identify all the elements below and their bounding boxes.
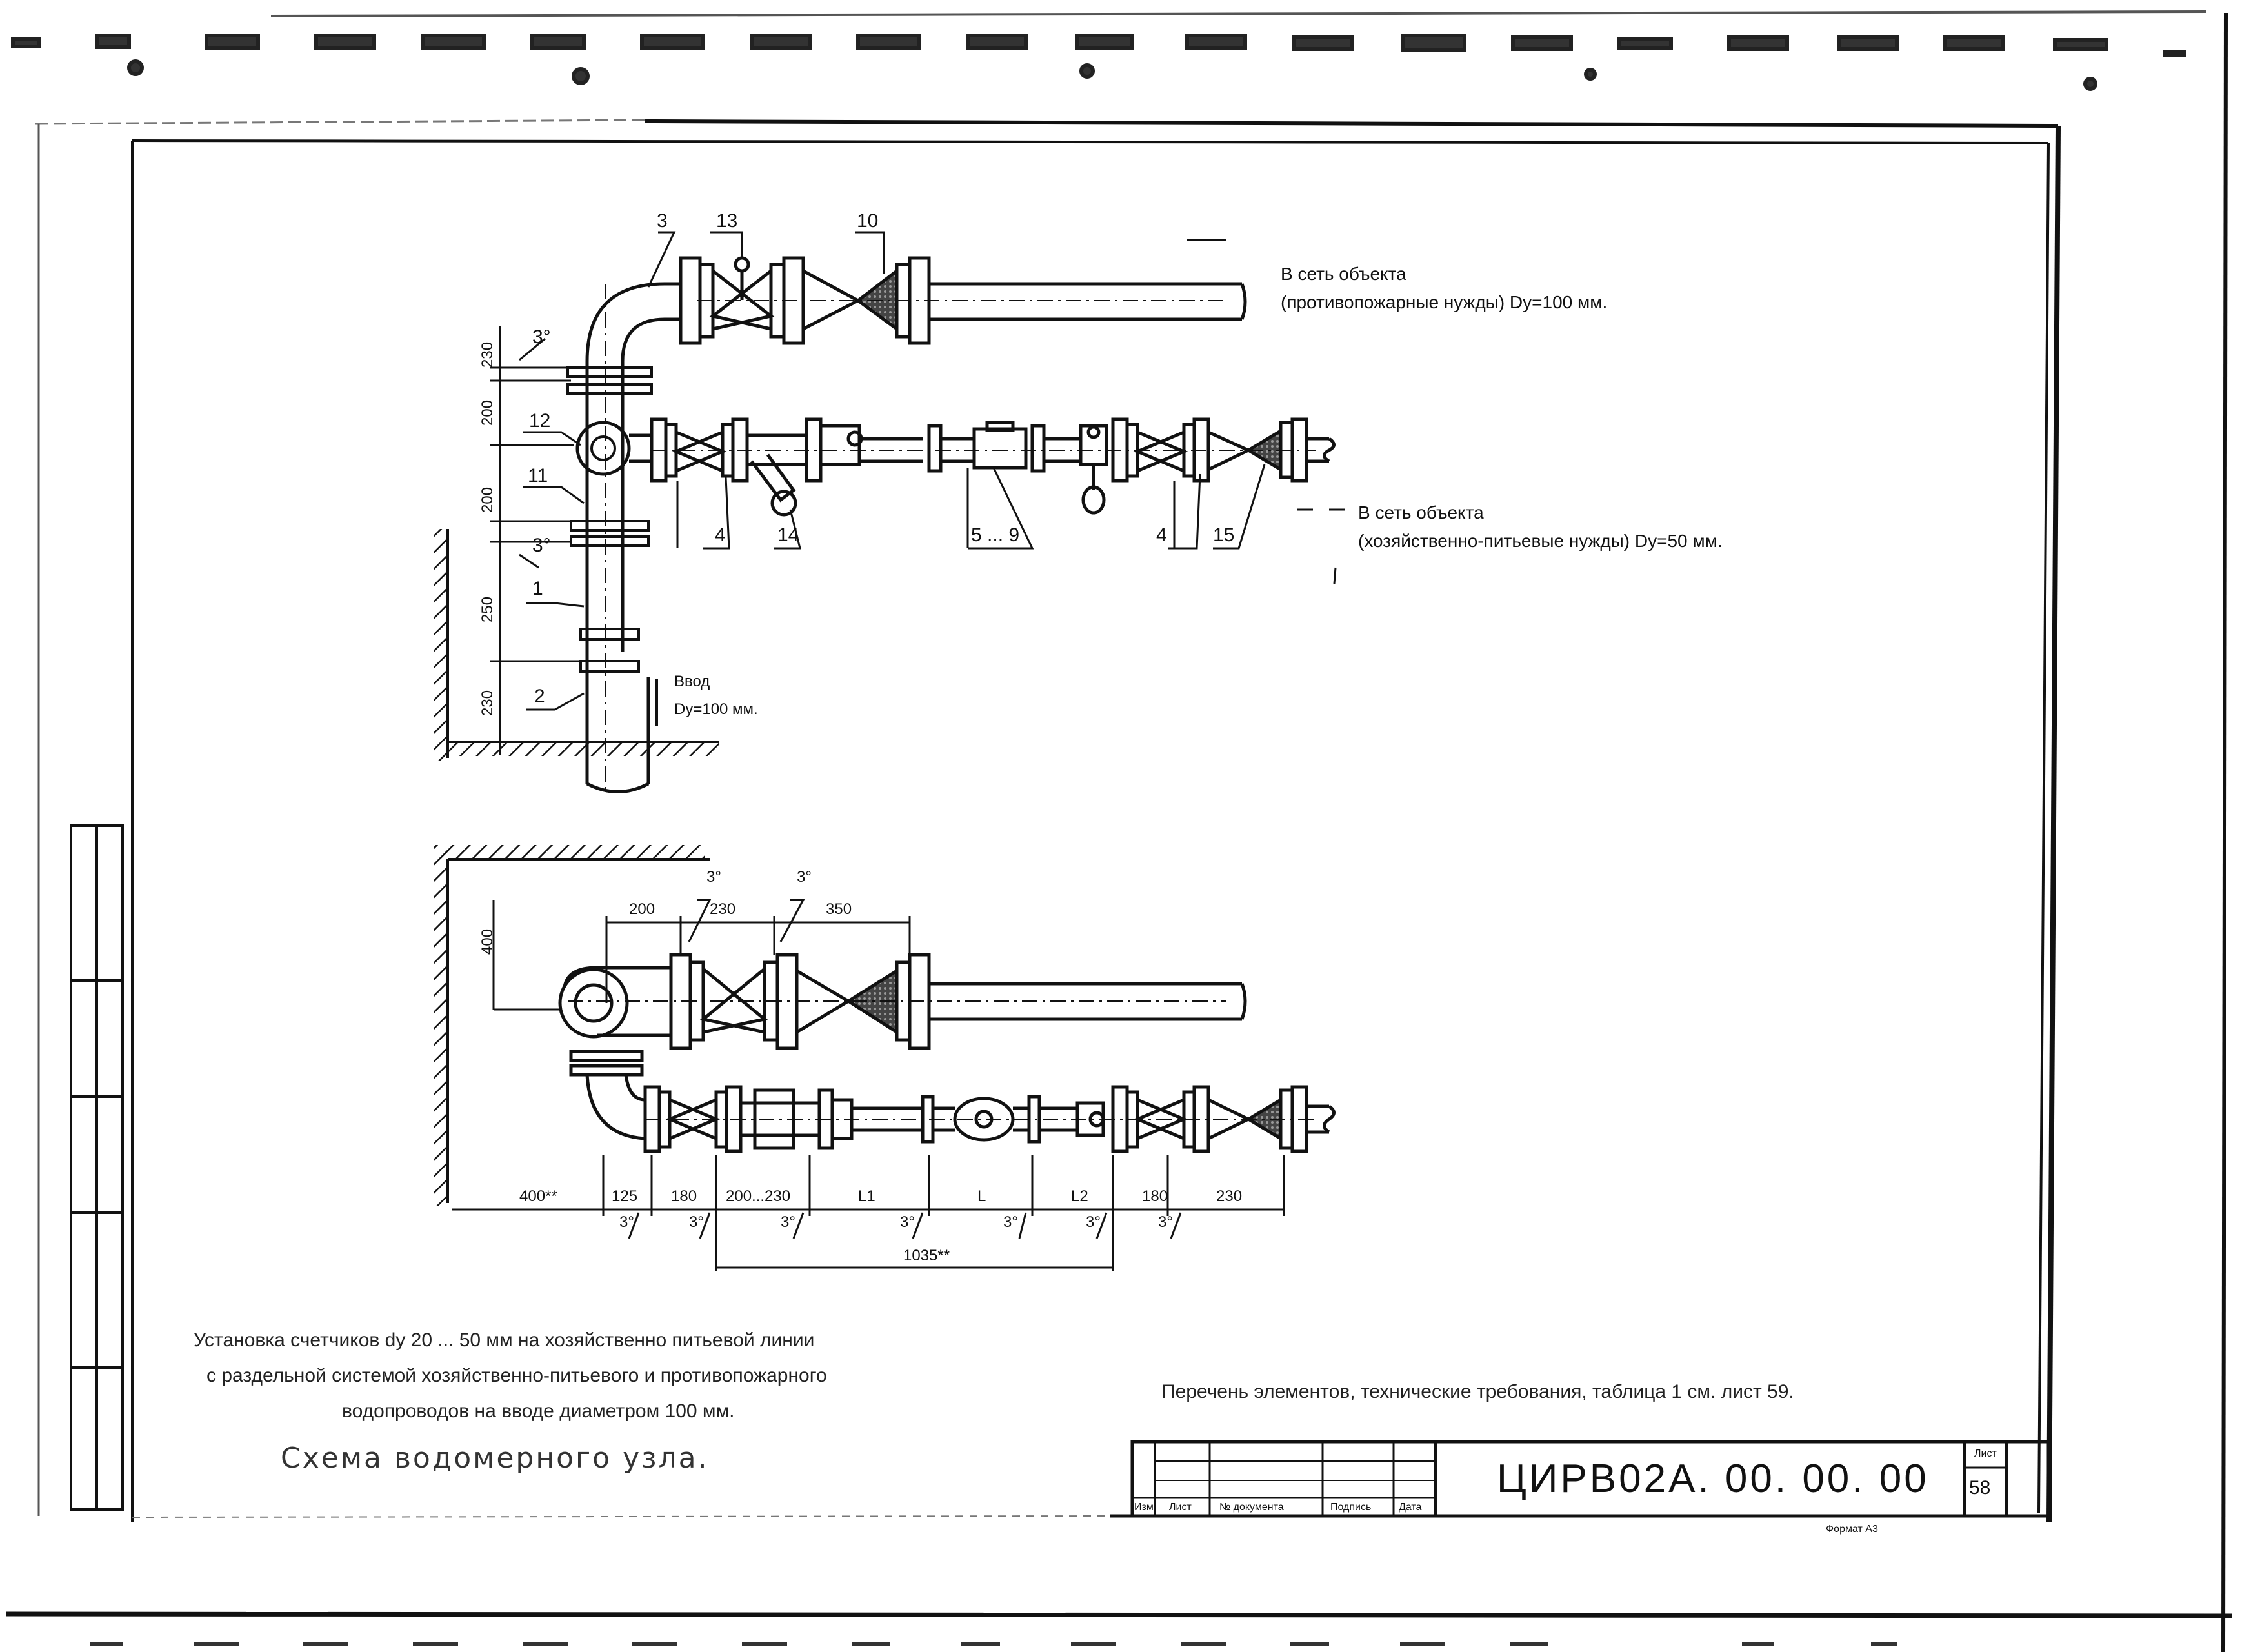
- document-code: ЦИРВ02А. 00. 00. 00: [1497, 1457, 1929, 1501]
- callout-13: 13: [716, 210, 738, 232]
- inlet-label-1: Ввод: [674, 673, 710, 690]
- scan-edge-right: [2221, 12, 2228, 1652]
- vertical-dim-4: 250: [479, 596, 496, 622]
- caption-line-1: Установка счетчиков dy 20 ... 50 мм на х…: [194, 1329, 815, 1351]
- title-col-date: Дата: [1399, 1502, 1422, 1513]
- lower-bottom-slope-2: 3°: [689, 1213, 704, 1231]
- lower-top-dim-1: 200: [629, 901, 655, 918]
- scan-artifact-strip-bottom: [90, 1642, 1897, 1646]
- lower-bottom-slope-5: 3°: [1003, 1213, 1018, 1231]
- fire-outlet-label-2: (противопожарные нужды) Dy=100 мм.: [1281, 292, 1608, 312]
- callout-4-right: 4: [1156, 524, 1167, 546]
- callout-12: 12: [529, 410, 551, 432]
- lower-bottom-dim-8: 180: [1142, 1188, 1168, 1205]
- scan-edge-top: [270, 10, 2207, 17]
- drawing-frame: [35, 119, 2061, 1523]
- drawing-title: Схема водомерного узла.: [281, 1442, 709, 1475]
- scan-edge-bottom: [6, 1611, 2233, 1618]
- slope-mark-top: 3°: [532, 326, 551, 348]
- side-stamp-strip: [70, 824, 124, 1511]
- callout-leaders-upper: [523, 231, 1266, 711]
- inlet-label-2: Dy=100 мм.: [674, 701, 758, 718]
- lower-bottom-dim-7: L2: [1071, 1188, 1088, 1205]
- callout-14: 14: [777, 524, 799, 546]
- lower-bottom-slope-7: 3°: [1158, 1213, 1173, 1231]
- vertical-dim-2: 200: [479, 399, 496, 426]
- callout-10: 10: [857, 210, 879, 232]
- slope-mark-bottom: 3°: [532, 535, 551, 556]
- vertical-dim-1: 230: [479, 341, 496, 368]
- lower-overall-dim: 1035**: [903, 1247, 950, 1264]
- callout-2: 2: [534, 686, 545, 707]
- reference-note: Перечень элементов, технические требован…: [1161, 1381, 1794, 1402]
- wall-hatch-upper: [434, 529, 719, 761]
- callout-11: 11: [528, 465, 548, 486]
- fire-line: [665, 239, 1247, 345]
- callout-15: 15: [1213, 524, 1235, 546]
- lower-bottom-dim-2: 125: [612, 1188, 638, 1205]
- domestic-outlet-label-1: В сеть объекта: [1358, 503, 1484, 522]
- sheet-label: Лист: [1974, 1448, 1997, 1459]
- lower-bottom-slope-4: 3°: [900, 1213, 915, 1231]
- lower-diagram: [434, 845, 1336, 1271]
- callout-3: 3: [657, 210, 668, 232]
- lower-bottom-dim-9: 230: [1216, 1188, 1243, 1205]
- title-col-sign: Подпись: [1330, 1502, 1372, 1513]
- title-block: [1130, 1440, 2050, 1518]
- scan-artifact-strip-top: [11, 34, 2186, 91]
- callout-1: 1: [532, 578, 543, 599]
- lower-top-dim-3: 350: [826, 901, 852, 918]
- lower-bottom-dim-1: 400**: [519, 1188, 557, 1205]
- title-col-list: Лист: [1169, 1502, 1192, 1513]
- sheet-number: 58: [1969, 1477, 1991, 1498]
- riser-pipe: [585, 282, 665, 793]
- domestic-outlet-label-2: (хозяйственно-питьевые нужды) Dy=50 мм.: [1358, 531, 1723, 551]
- lower-bottom-slope-3: 3°: [781, 1213, 795, 1231]
- upper-diagram: [434, 231, 1345, 793]
- lower-bottom-slope-6: 3°: [1086, 1213, 1101, 1231]
- lower-bottom-slope-1: 3°: [619, 1213, 634, 1231]
- lower-vertical-dim: 400: [479, 928, 496, 955]
- callout-4-left: 4: [715, 524, 726, 546]
- caption-line-2: с раздельной системой хозяйственно-питье…: [206, 1365, 827, 1386]
- vertical-dimension-chain-upper: [490, 326, 584, 755]
- format-label: Формат А3: [1826, 1524, 1878, 1535]
- domestic-line: [629, 417, 1345, 517]
- callout-5-9: 5 ... 9: [971, 524, 1020, 546]
- wall-hatch-lower: [434, 845, 710, 1206]
- title-col-izm: Изм: [1134, 1502, 1154, 1513]
- vertical-dim-5: 230: [479, 690, 496, 716]
- lower-bottom-dim-3: 180: [671, 1188, 697, 1205]
- lower-top-dim-2: 230: [710, 901, 736, 918]
- lower-top-slope-2: 3°: [797, 868, 812, 886]
- lower-bottom-dim-5: L1: [858, 1188, 875, 1205]
- lower-bottom-dim-4: 200...230: [726, 1188, 791, 1205]
- caption-line-3: водопроводов на вводе диаметром 100 мм.: [342, 1400, 735, 1422]
- lower-top-slope-1: 3°: [706, 868, 721, 886]
- vertical-dim-3: 200: [479, 486, 496, 513]
- lower-bottom-dim-6: L: [977, 1188, 986, 1205]
- fire-outlet-label-1: В сеть объекта: [1281, 264, 1406, 284]
- title-col-doc: № документа: [1219, 1502, 1284, 1513]
